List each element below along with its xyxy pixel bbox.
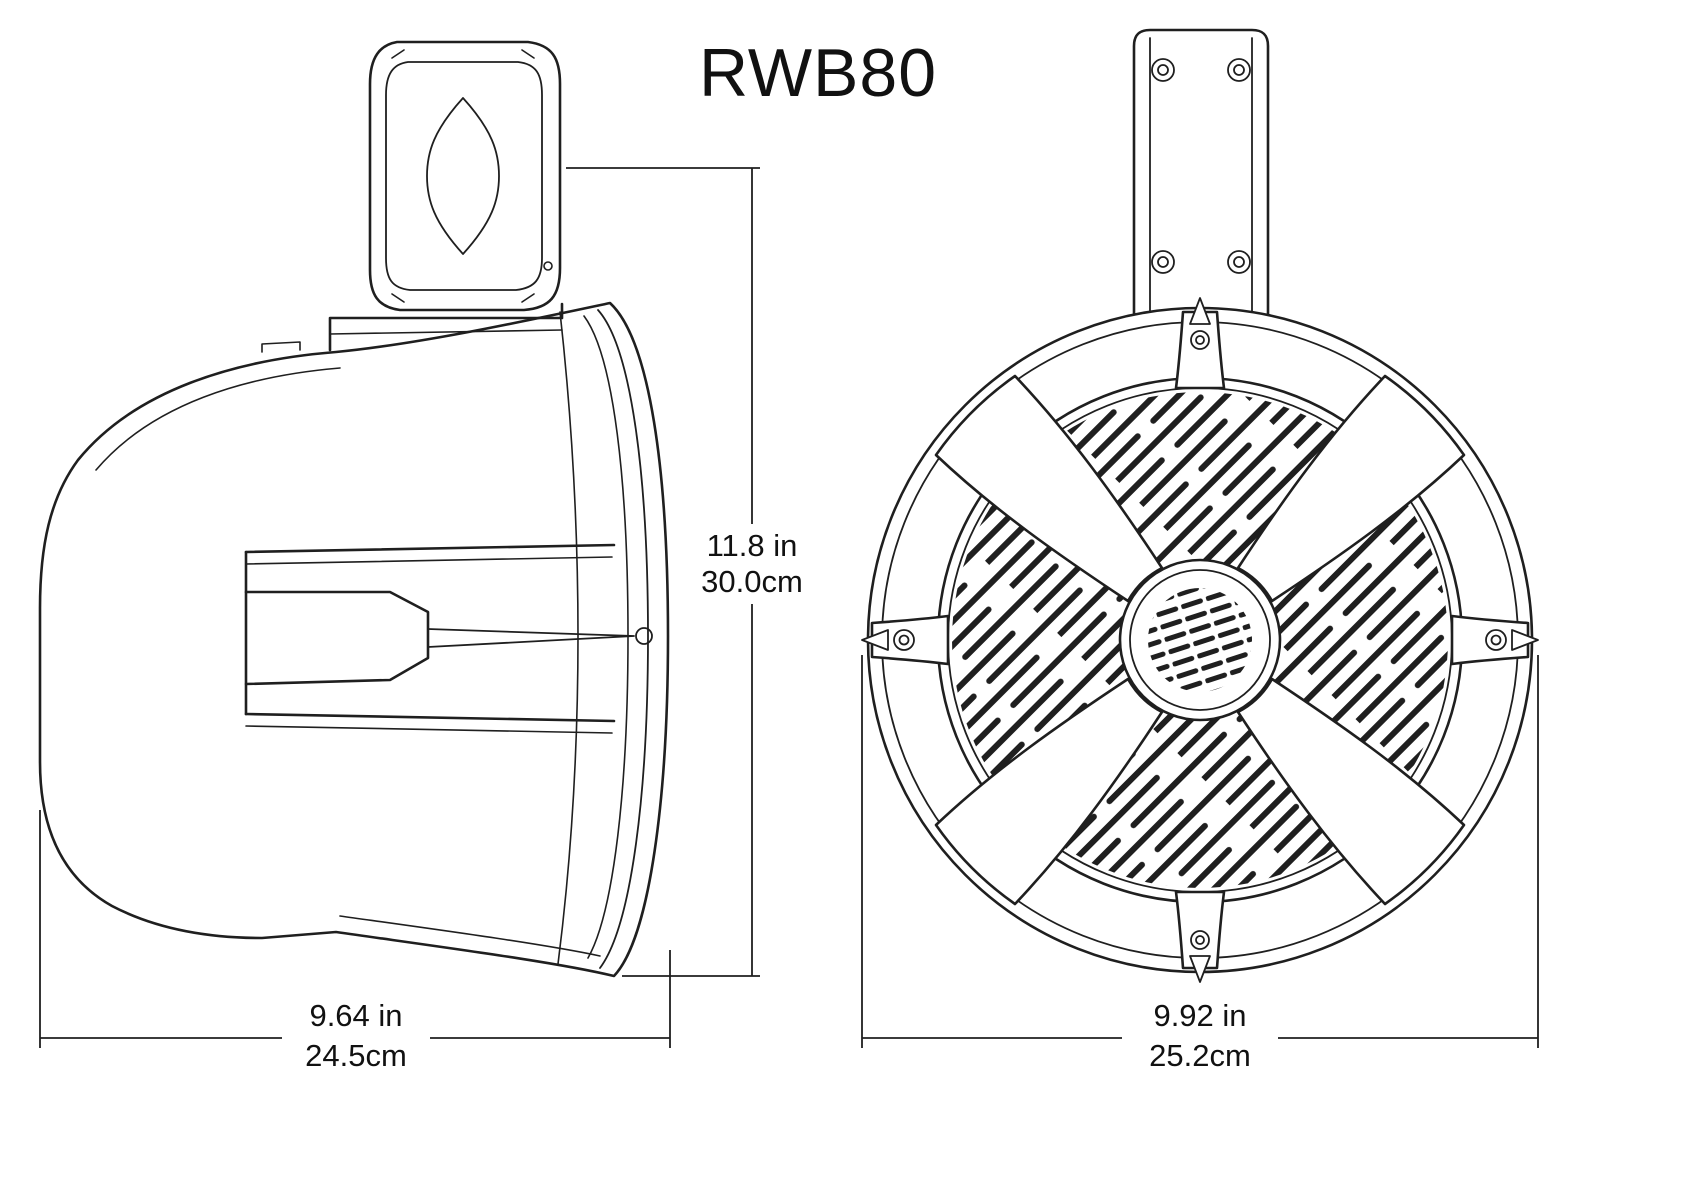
side-width-inches-label: 9.64 in	[309, 998, 402, 1033]
product-title: RWB80	[699, 35, 937, 111]
front-grille-spokes	[870, 310, 1530, 970]
side-width-cm-label: 24.5cm	[305, 1038, 407, 1073]
side-clamp-bracket	[368, 40, 562, 312]
side-enclosure-body	[38, 301, 670, 978]
front-tower-bracket	[1132, 28, 1270, 328]
side-width-dimension	[39, 810, 671, 1048]
side-mount-base	[328, 302, 564, 352]
front-view-drawing	[861, 28, 1539, 983]
side-height-dimension	[566, 167, 760, 977]
front-width-inches-label: 9.92 in	[1153, 998, 1246, 1033]
front-width-cm-label: 25.2cm	[1149, 1038, 1251, 1073]
side-height-inches-label: 11.8 in	[707, 528, 798, 563]
side-strap-band	[244, 543, 653, 734]
front-rim-fasteners	[861, 297, 1539, 983]
front-width-dimension	[861, 655, 1539, 1048]
side-height-cm-label: 30.0cm	[701, 564, 803, 599]
side-view-drawing	[38, 40, 670, 978]
front-center-hub	[1118, 558, 1282, 722]
bracket-screws	[1151, 58, 1251, 274]
hub-logo-hatch	[1148, 588, 1252, 692]
